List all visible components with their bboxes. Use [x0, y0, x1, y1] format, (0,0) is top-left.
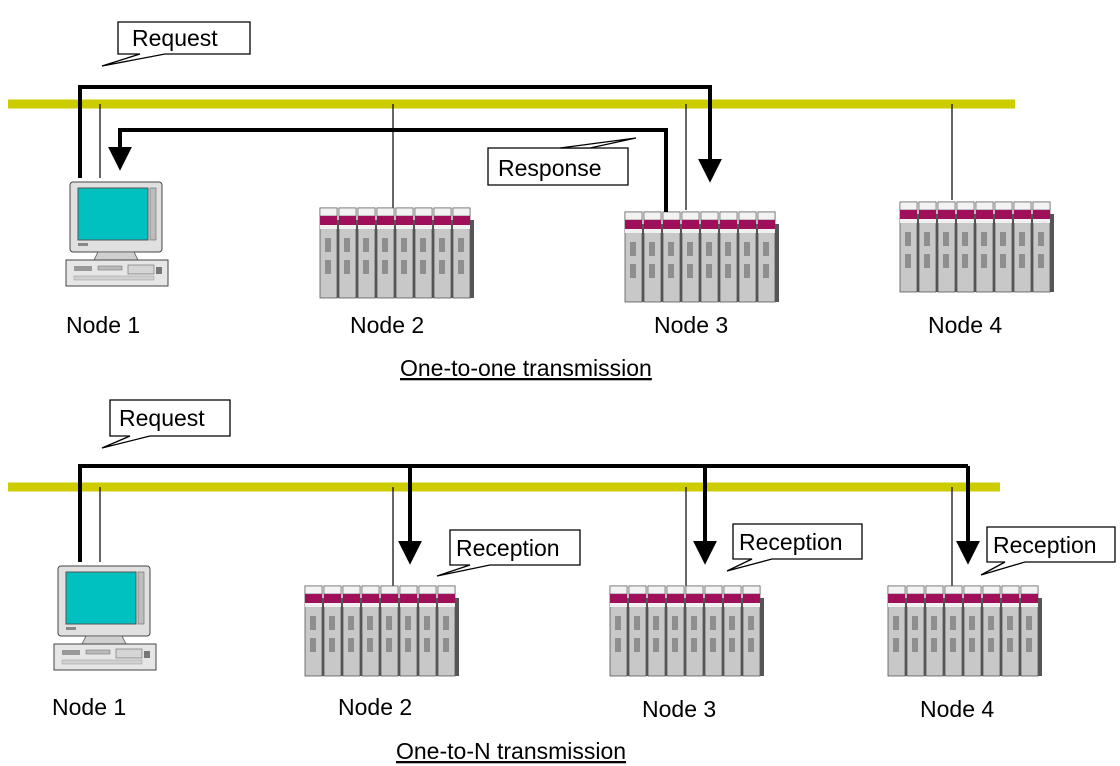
node-label: Node 1: [66, 312, 140, 338]
node-label: Node 4: [920, 696, 994, 722]
diagram-caption: One-to-N transmission: [396, 738, 626, 764]
pc-icon[interactable]: [53, 565, 157, 671]
node-label: Node 3: [642, 696, 716, 722]
node-label: Node 2: [338, 694, 412, 720]
response-route-arrow: [108, 128, 668, 212]
reception-callout-label: Reception: [993, 532, 1097, 558]
plc-icon[interactable]: [888, 586, 1042, 676]
node-label: Node 1: [52, 694, 126, 720]
one-to-one-diagram: Request Response Node 1 Node 2 Node 3 No…: [8, 21, 1054, 381]
plc-icon[interactable]: [320, 208, 474, 298]
plc-icon[interactable]: [305, 586, 459, 676]
reception-callout-label: Reception: [456, 535, 560, 561]
pc-icon[interactable]: [65, 181, 169, 287]
node-label: Node 4: [928, 312, 1002, 338]
plc-icon[interactable]: [625, 212, 779, 302]
diagram-caption: One-to-one transmission: [400, 355, 652, 381]
reception-callout-label: Reception: [739, 529, 843, 555]
request-callout-label: Request: [132, 25, 218, 51]
reception-callout: Reception: [980, 526, 1116, 576]
request-callout: Request: [101, 399, 231, 449]
request-route-line: [78, 464, 968, 562]
response-callout-label: Response: [498, 155, 602, 181]
plc-icon[interactable]: [610, 586, 764, 676]
plc-icon[interactable]: [900, 202, 1054, 292]
reception-callout: Reception: [726, 523, 863, 572]
request-callout-label: Request: [119, 405, 205, 431]
request-route-arrow: [78, 85, 722, 183]
node-label: Node 2: [350, 312, 424, 338]
node-label: Node 3: [654, 312, 728, 338]
request-callout: Request: [101, 21, 251, 67]
response-callout: Response: [487, 137, 637, 186]
one-to-n-diagram: Request Reception Reception Reception No…: [8, 399, 1116, 764]
reception-callout: Reception: [436, 529, 581, 577]
